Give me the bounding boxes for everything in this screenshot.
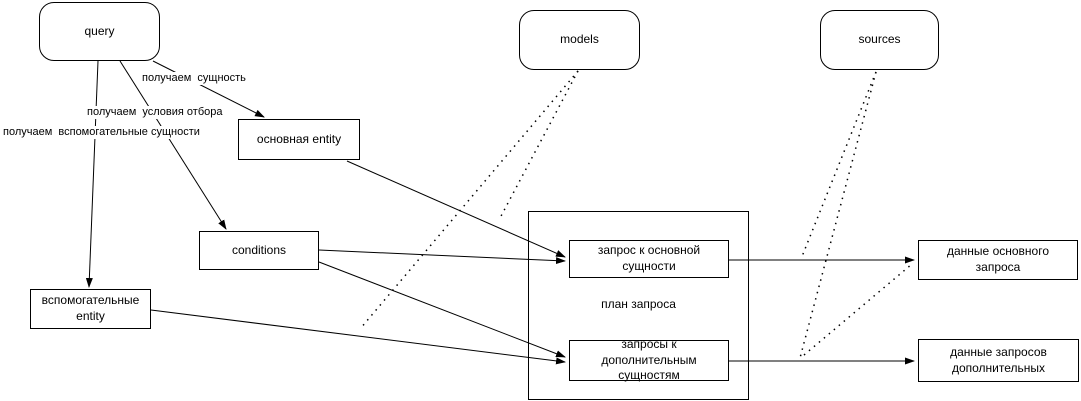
node-main-query-label: запрос к основной сущности xyxy=(597,243,701,273)
edge-label-get-auxiliary: получаем вспомогательные сущности xyxy=(1,126,202,140)
node-sources: sources xyxy=(820,10,939,70)
edge-label-get-entity: получаем сущность xyxy=(140,72,248,86)
node-main-query-data-label: данные основного запроса xyxy=(947,244,1049,274)
node-main-query: запрос к основной сущности xyxy=(569,240,729,278)
node-main-entity: основная entity xyxy=(238,119,360,160)
node-additional-queries-label: запросы к дополнительным сущностям xyxy=(601,337,697,383)
edge-conditions-to-main-query xyxy=(318,249,566,265)
node-sources-label: sources xyxy=(858,32,901,47)
node-additional-queries-data-label: данные запросов дополнительных xyxy=(950,344,1047,375)
edge-conditions-to-additional-queries xyxy=(318,261,566,358)
node-additional-queries-data: данные запросов дополнительных xyxy=(918,339,1079,382)
edge-auxiliary-entity-to-additional-queries xyxy=(150,309,566,365)
edge-models-dotted-right xyxy=(499,70,579,219)
node-conditions: conditions xyxy=(199,231,319,270)
node-query-plan xyxy=(528,211,749,400)
node-query-plan-label: план запроса xyxy=(601,297,676,311)
node-main-entity-label: основная entity xyxy=(256,131,342,146)
edge-query-to-main-entity xyxy=(152,60,265,118)
node-auxiliary-entity-label: вспомогательные entity xyxy=(41,293,140,323)
node-auxiliary-entity: вспомогательные entity xyxy=(30,289,151,329)
node-models: models xyxy=(519,10,640,70)
node-query-label: query xyxy=(84,23,115,38)
node-query: query xyxy=(39,2,160,61)
edge-dotted-junction-to-main-data xyxy=(803,263,913,356)
node-main-query-data: данные основного запроса xyxy=(918,240,1078,280)
node-conditions-label: conditions xyxy=(231,242,287,257)
node-additional-queries: запросы к дополнительным сущностям xyxy=(569,337,729,383)
edge-sources-dotted-to-main-data-flow xyxy=(800,71,877,260)
edge-label-get-conditions: получаем условия отбора xyxy=(85,106,225,120)
edge-query-to-auxiliary-entity xyxy=(85,60,99,288)
edge-sources-dotted-to-additional-data-flow xyxy=(799,71,877,359)
node-models-label: models xyxy=(560,32,599,47)
edge-query-to-conditions xyxy=(119,60,227,230)
